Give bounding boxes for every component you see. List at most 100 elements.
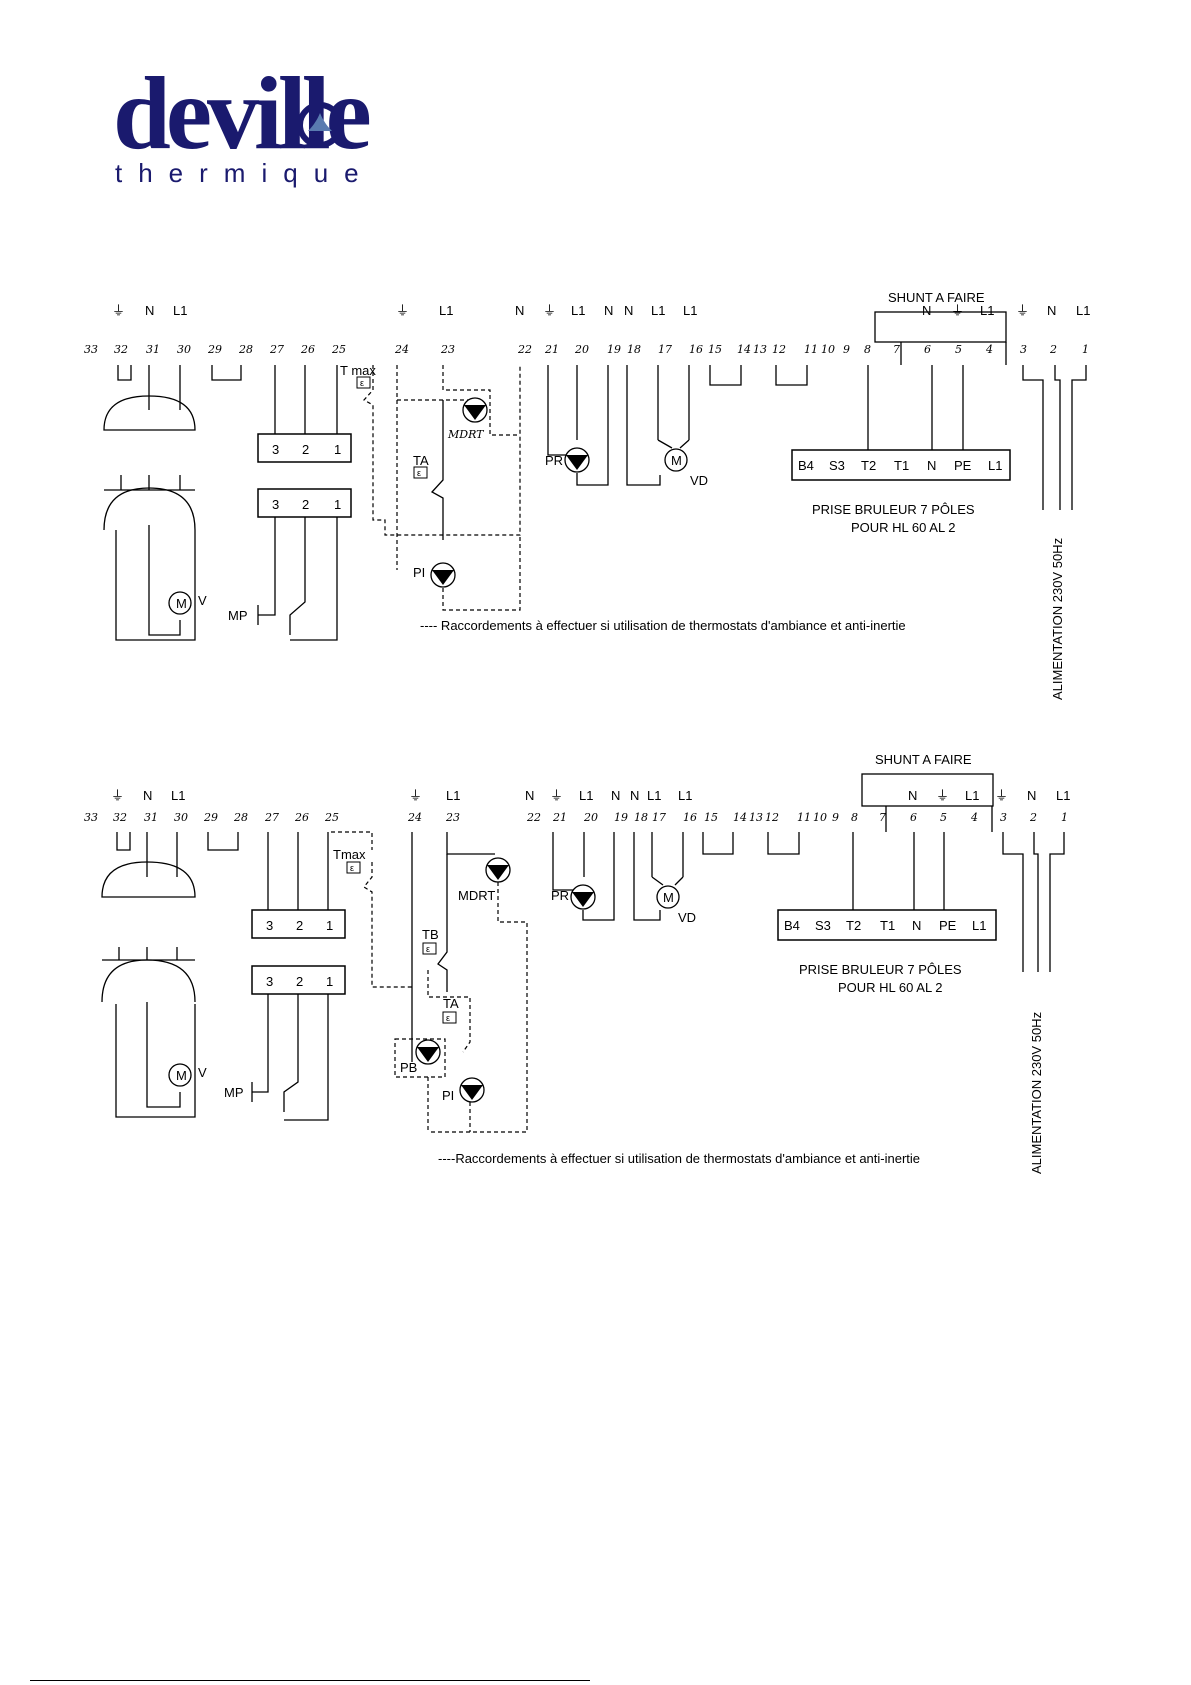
terminal-14: 14	[733, 811, 747, 824]
burner-pin: T2	[861, 458, 876, 473]
terminal-12: 12	[772, 343, 786, 356]
label-l1: L1	[171, 788, 185, 803]
terminal-29: 29	[207, 343, 222, 356]
wiring-diagram-2: ε SHUNT A FAIRE 33 32 31 30 29 28 27 26 …	[84, 752, 1070, 1174]
terminal-10: 10	[821, 343, 835, 356]
mp-label: MP	[228, 608, 248, 623]
pr-pump-icon	[564, 447, 590, 473]
tmax-thermostat: Tmax	[331, 831, 412, 988]
pr-pump-icon	[570, 884, 596, 910]
terminal-9: 9	[832, 811, 839, 824]
mdrt-pump-icon	[485, 857, 511, 883]
terminal-25: 25	[331, 343, 346, 356]
label-n: N	[143, 788, 152, 803]
terminal-29: 29	[203, 811, 218, 824]
burner-pin: S3	[815, 918, 831, 933]
burner-pin: PE	[954, 458, 972, 473]
terminal-5: 5	[955, 343, 962, 356]
terminal-23: 23	[445, 811, 460, 824]
label-l1: L1	[651, 303, 665, 318]
terminal-31: 31	[144, 811, 158, 824]
terminal-6: 6	[910, 811, 917, 824]
terminal-20: 20	[583, 811, 598, 824]
terminal-8: 8	[851, 811, 858, 824]
power-label: ALIMENTATION 230V 50Hz	[1029, 1012, 1044, 1174]
terminal-21: 21	[552, 811, 567, 824]
label-n: N	[624, 303, 633, 318]
power-label: ALIMENTATION 230V 50Hz	[1050, 538, 1065, 700]
label-l1: L1	[1076, 303, 1090, 318]
logo-wordmark: deville	[113, 56, 372, 171]
label-n: N	[1027, 788, 1036, 803]
burner-pin: T1	[880, 918, 895, 933]
label-n: N	[525, 788, 534, 803]
terminal-19: 19	[614, 811, 628, 824]
label-l1: L1	[173, 303, 187, 318]
terminal-31: 31	[146, 343, 160, 356]
ta-label: TA	[413, 453, 429, 468]
terminal-22: 22	[526, 811, 541, 824]
label-l1: L1	[571, 303, 585, 318]
tmax-label: Tmax	[333, 847, 366, 862]
vd-label: VD	[678, 910, 696, 925]
ground-symbol: ⏚	[396, 303, 409, 318]
connector-pin: 1	[334, 497, 341, 512]
fan-motor-icon	[168, 591, 192, 615]
motor-assembly: M V	[101, 832, 207, 1118]
label-l1: L1	[965, 788, 979, 803]
label-l1: L1	[647, 788, 661, 803]
ta-label: TA	[443, 996, 459, 1011]
vd-motor-label: M	[671, 453, 682, 468]
mdrt-label: MDRT	[458, 888, 495, 903]
label-l1: L1	[1056, 788, 1070, 803]
pi-label: PI	[413, 565, 425, 580]
terminal-2: 2	[1029, 811, 1037, 824]
label-l1: L1	[678, 788, 692, 803]
terminal-26: 26	[294, 811, 309, 824]
terminal-25: 25	[324, 811, 339, 824]
terminal-21: 21	[544, 343, 559, 356]
mdrt-label: MDRT	[447, 428, 485, 441]
shunt-box	[861, 773, 994, 807]
terminal-6: 6	[924, 343, 931, 356]
terminal-14: 14	[737, 343, 751, 356]
terminal-16: 16	[683, 811, 697, 824]
terminal-27: 27	[264, 811, 279, 824]
terminal-4: 4	[970, 811, 978, 824]
terminal-26: 26	[300, 343, 315, 356]
vd-motor-label: M	[663, 890, 674, 905]
pumps-group: MDRT TB TA PB PI	[394, 832, 528, 1133]
terminal-22: 22	[517, 343, 532, 356]
label-n: N	[611, 788, 620, 803]
terminal-3: 3	[1000, 811, 1007, 824]
shunt-label: SHUNT A FAIRE	[888, 290, 985, 305]
terminal-1: 1	[1082, 343, 1089, 356]
burner-pin: N	[912, 918, 921, 933]
terminal-18: 18	[634, 811, 648, 824]
power-supply: ALIMENTATION 230V 50Hz	[1002, 832, 1065, 1174]
burner-pin: N	[927, 458, 936, 473]
terminal-12: 12	[765, 811, 779, 824]
connector-lower	[251, 965, 346, 995]
ground-symbol: ⏚	[936, 788, 949, 803]
pr-vd-group: PR M VD	[545, 365, 708, 488]
fan-label: V	[198, 593, 207, 608]
connector-pin: 3	[266, 974, 273, 989]
ground-symbol: ⏚	[112, 303, 125, 318]
connector-pin: 2	[302, 497, 309, 512]
ground-symbol: ⏚	[409, 788, 422, 803]
terminal-32: 32	[114, 343, 128, 356]
ground-symbol: ⏚	[951, 303, 964, 318]
tmax-thermostat: T max	[340, 363, 521, 536]
connector-pin: 1	[326, 918, 333, 933]
terminal-24: 24	[394, 343, 409, 356]
logo-drop-icon	[297, 102, 343, 148]
burner-caption: PRISE BRULEUR 7 PÔLES	[799, 962, 962, 977]
connector-block: 3 2 1 3 2 1 MP	[228, 365, 352, 641]
terminal-3: 3	[1020, 343, 1027, 356]
terminal-30: 30	[177, 343, 191, 356]
burner-caption: POUR HL 60 AL 2	[851, 520, 956, 535]
pumps-group: MDRT TA PI	[396, 365, 521, 611]
terminal-13: 13	[749, 811, 763, 824]
ground-symbol: ⏚	[995, 788, 1008, 803]
